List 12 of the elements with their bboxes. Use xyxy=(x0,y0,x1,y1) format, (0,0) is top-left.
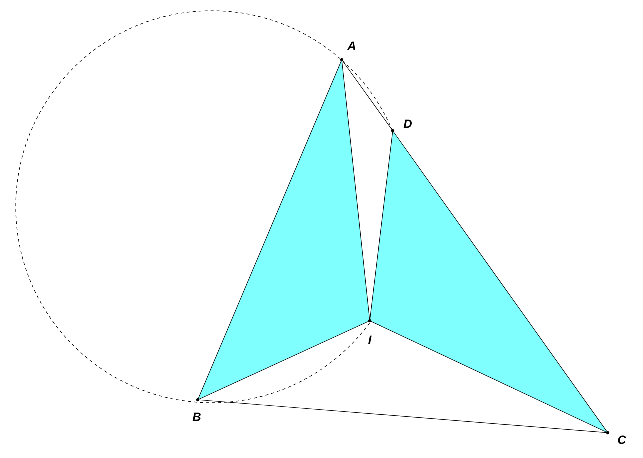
line-segment xyxy=(198,60,342,400)
point-label: I xyxy=(368,336,372,344)
line-segment xyxy=(370,320,608,434)
line-segment xyxy=(342,60,394,132)
point-label: D xyxy=(404,120,412,128)
line-segment xyxy=(198,400,608,434)
line-segment xyxy=(342,60,370,322)
point-label: A xyxy=(347,42,356,50)
point-label: B xyxy=(192,412,201,422)
line-segment xyxy=(370,130,394,322)
line-segment xyxy=(198,320,370,400)
point-label: C xyxy=(618,436,626,444)
